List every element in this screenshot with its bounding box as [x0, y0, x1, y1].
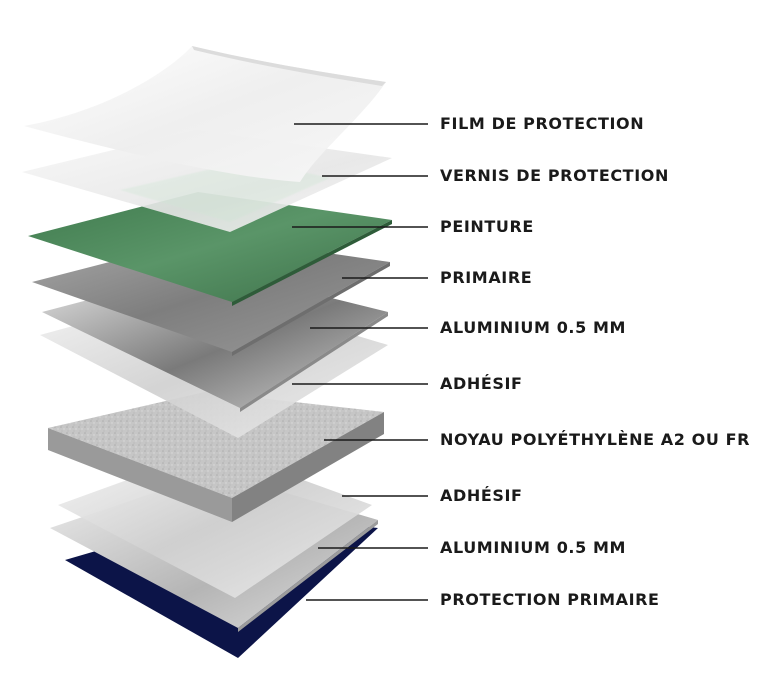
label-peinture: PEINTURE	[440, 217, 534, 236]
label-film-de-protection: FILM DE PROTECTION	[440, 114, 645, 133]
leader-lines	[292, 123, 428, 601]
label-primaire: PRIMAIRE	[440, 268, 533, 287]
label-protection-primaire: PROTECTION PRIMAIRE	[440, 590, 660, 609]
label-aluminium-top: ALUMINIUM 0.5 MM	[440, 318, 627, 337]
label-vernis-de-protection: VERNIS DE PROTECTION	[440, 166, 669, 185]
sheet-peinture	[28, 192, 392, 306]
label-aluminium-bottom: ALUMINIUM 0.5 MM	[440, 538, 627, 557]
label-noyau: NOYAU POLYÉTHYLÈNE A2 OU FR	[440, 430, 751, 449]
label-adhesif-top: ADHÉSIF	[440, 374, 523, 393]
label-adhesif-bottom: ADHÉSIF	[440, 486, 523, 505]
sheet-film	[24, 46, 386, 182]
